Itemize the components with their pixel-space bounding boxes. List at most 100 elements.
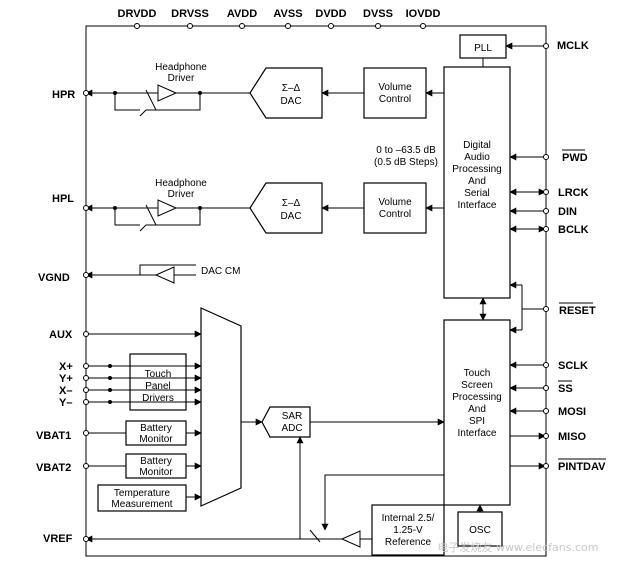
dac-cm-label: DAC CM [201,266,240,277]
pin-iovdd: IOVDD [406,8,441,20]
volume-range-label: (0.5 dB Steps) [374,157,438,168]
pin-avdd: AVDD [227,8,257,20]
svg-text:Interface: Interface [458,200,497,211]
pin-dot [187,23,193,29]
volume-range-label: 0 to –63.5 dB [376,145,436,156]
pin-aux: AUX [49,329,73,341]
pin-mclk: MCLK [557,40,589,52]
pin-pintdav: PINTDAV [558,461,606,473]
svg-text:Processing: Processing [452,392,501,403]
left-pins: HPR HPL VGND AUX X+ Y+ X– Y– VBAT1 VBAT2… [36,89,75,545]
dac-label: DAC [280,96,301,107]
pin-dot [134,23,140,29]
digital-audio-block [443,66,511,299]
pin-mosi: MOSI [558,406,586,418]
svg-text:Panel: Panel [145,381,171,392]
svg-text:Battery: Battery [140,456,172,467]
svg-text:Monitor: Monitor [139,434,173,445]
pin-vbat1: VBAT1 [36,430,71,442]
pin-din: DIN [558,206,577,218]
svg-text:Temperature: Temperature [114,488,171,499]
pin-ym: Y– [59,397,72,409]
pin-dot [285,23,291,29]
svg-text:And: And [468,176,486,187]
volume-label: Volume [378,197,412,208]
volume-label: Control [379,94,411,105]
svg-text:Processing: Processing [452,164,501,175]
svg-text:Audio: Audio [464,152,490,163]
svg-text:SPI: SPI [469,416,485,427]
svg-text:Measurement: Measurement [111,499,172,510]
left-pin-dots [83,90,89,542]
pin-drvss: DRVSS [171,8,209,20]
battery-monitor-2 [125,453,187,479]
svg-text:Digital: Digital [463,140,491,151]
svg-text:Internal 2.5/: Internal 2.5/ [382,513,435,524]
pin-vbat2: VBAT2 [36,462,71,474]
svg-text:Touch: Touch [145,369,172,380]
pin-pwd: PWD [562,152,588,164]
svg-text:Touch: Touch [464,368,491,379]
hpr-driver [85,84,250,117]
battery-monitor-1 [125,420,187,446]
pin-dot [239,23,245,29]
pin-xm: X– [59,385,72,397]
chip-outline [85,25,547,557]
touch-screen-label: Touch Screen Processing And SPI Interfac… [452,368,501,439]
pin-xp: X+ [59,361,73,373]
pll-label: PLL [474,43,492,54]
pin-vref: VREF [43,533,73,545]
volume-control-left [363,182,427,234]
svg-text:Screen: Screen [461,380,493,391]
pin-drvdd: DRVDD [118,8,157,20]
svg-text:1.25-V: 1.25-V [393,525,423,536]
pin-dvdd: DVDD [315,8,346,20]
dac-label: DAC [280,211,301,222]
dac-sigma-label: Σ–Δ [282,83,301,94]
pin-vgnd: VGND [38,272,70,284]
svg-text:Reference: Reference [385,537,432,548]
headphone-driver-label: Driver [168,189,195,200]
svg-text:ADC: ADC [281,423,302,434]
pin-yp: Y+ [59,373,73,385]
svg-text:And: And [468,404,486,415]
touch-panel-drivers [129,353,187,411]
digital-audio-label: Digital Audio Processing And Serial Inte… [452,140,501,211]
volume-label: Volume [378,82,412,93]
volume-control-right [363,67,427,119]
headphone-driver-label: Headphone [155,62,207,73]
pin-sclk: SCLK [558,360,588,372]
osc-label: OSC [469,525,491,536]
right-pin-dots [543,43,549,469]
right-pins: MCLK PWD LRCK DIN BCLK RESET SCLK SS MOS… [557,40,606,473]
svg-text:Serial: Serial [464,188,490,199]
pin-lrck: LRCK [558,187,589,199]
svg-text:Interface: Interface [458,428,497,439]
svg-text:Monitor: Monitor [139,467,173,478]
pin-avss: AVSS [273,8,302,20]
headphone-driver-label: Driver [168,73,195,84]
dac-sigma-label: Σ–Δ [282,198,301,209]
input-mux [200,307,242,507]
osc-block [457,511,503,547]
temperature-measurement [97,484,187,512]
touch-inputs [86,362,202,406]
reference-block [371,504,445,556]
pin-dot [375,23,381,29]
top-power-pins: DRVDD DRVSS AVDD AVSS DVDD DVSS IOVDD [118,8,441,29]
svg-text:Drivers: Drivers [142,393,174,404]
volume-label: Control [379,209,411,220]
vref-buffer [340,530,361,548]
svg-text:Battery: Battery [140,423,172,434]
pin-dvss: DVSS [363,8,393,20]
pin-miso: MISO [558,431,587,443]
svg-text:SAR: SAR [282,411,303,422]
pin-hpl: HPL [52,193,74,205]
hpl-driver [85,199,250,232]
pin-hpr: HPR [52,89,75,101]
pin-dot [420,23,426,29]
pin-reset: RESET [559,305,596,317]
headphone-driver-label: Headphone [155,178,207,189]
pin-dot [328,23,334,29]
